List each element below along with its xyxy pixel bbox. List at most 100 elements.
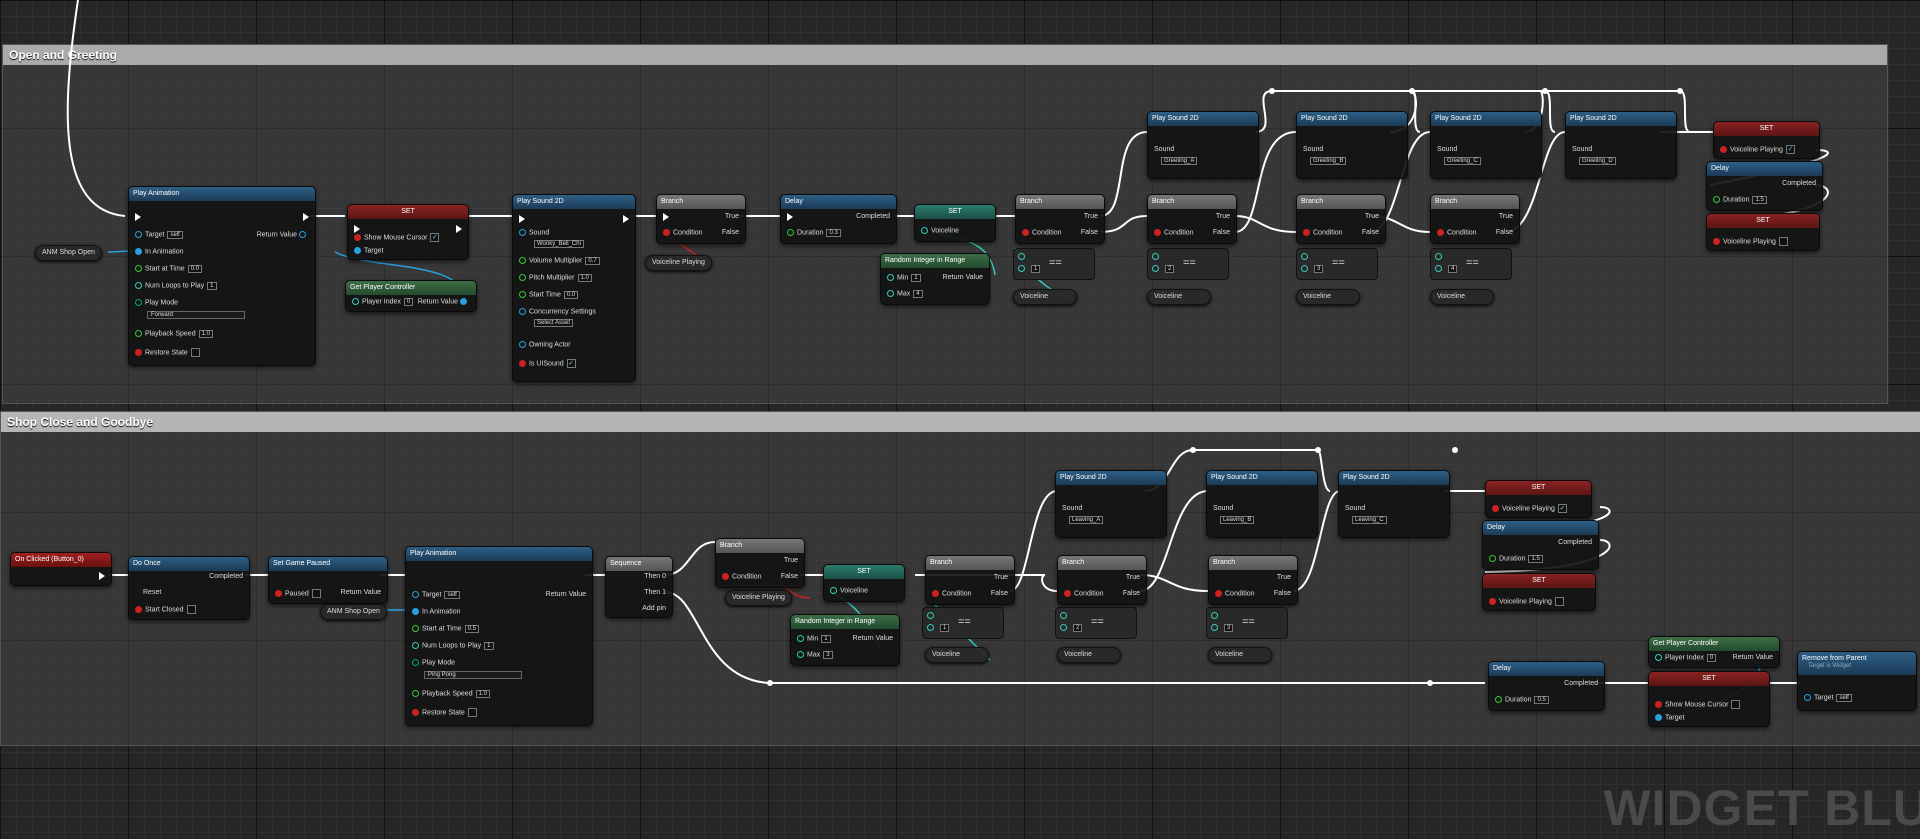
pin-icon[interactable] [412, 709, 419, 716]
pin-icon[interactable] [519, 291, 526, 298]
add-pin-button[interactable]: Add pin [642, 605, 666, 612]
pin-icon[interactable] [354, 247, 361, 254]
pin-icon[interactable] [135, 265, 142, 272]
voiceline-var[interactable]: Voiceline [1147, 289, 1211, 305]
value-box[interactable]: 0.5 [1534, 696, 1549, 705]
value-box[interactable]: 0.3 [826, 229, 841, 238]
play-sound-2d-main-node[interactable]: Play Sound 2D Sound Wonky_Bell_Chi Volum… [512, 194, 636, 382]
pin-icon[interactable] [1060, 612, 1067, 619]
pin-icon[interactable] [1152, 253, 1159, 260]
equals-node-3[interactable]: 3== [1296, 248, 1378, 280]
pin-icon[interactable] [460, 298, 467, 305]
pin-icon[interactable] [1301, 265, 1308, 272]
value-box[interactable]: 1.0 [577, 274, 592, 283]
checkbox[interactable] [186, 605, 196, 614]
value-box[interactable]: 1 [821, 635, 831, 644]
value-box[interactable]: 0 [403, 298, 414, 307]
equals-node-b1[interactable]: 1== [922, 607, 1004, 639]
pin-icon[interactable] [927, 624, 934, 631]
play-mode-dropdown[interactable]: Ping Pong [424, 671, 522, 679]
exec-in-pin[interactable] [135, 213, 141, 221]
pin-icon[interactable] [787, 229, 794, 236]
pin-icon[interactable] [135, 606, 142, 613]
pin-icon[interactable] [1154, 229, 1161, 236]
asset-box[interactable]: Select Asset [534, 319, 574, 327]
value-box[interactable]: 1.0 [198, 330, 213, 339]
pin-icon[interactable] [519, 360, 526, 367]
pin-icon[interactable] [1489, 555, 1496, 562]
pin-icon[interactable] [797, 635, 804, 642]
equals-node-b3[interactable]: 3== [1206, 607, 1288, 639]
voiceline-var[interactable]: Voiceline [1013, 289, 1077, 305]
pin-icon[interactable] [519, 308, 526, 315]
checkbox[interactable]: ✓ [566, 359, 576, 368]
value-box[interactable]: 1 [207, 282, 217, 291]
pin-icon[interactable] [135, 248, 142, 255]
pin-icon[interactable] [412, 625, 419, 632]
pin-icon[interactable] [1720, 146, 1727, 153]
pin-icon[interactable] [299, 231, 306, 238]
pin-icon[interactable] [887, 274, 894, 281]
play-mode-dropdown[interactable]: Forward [147, 311, 245, 319]
comment-title[interactable]: Shop Close and Goodbye [1, 412, 1920, 432]
pin-icon[interactable] [797, 651, 804, 658]
value-box[interactable]: 0 [1706, 654, 1717, 663]
exec-out-pin[interactable] [456, 225, 462, 233]
checkbox[interactable] [1554, 597, 1564, 606]
pin-icon[interactable] [927, 612, 934, 619]
value-box[interactable]: 1 [911, 274, 921, 283]
value-box[interactable]: 2 [1073, 624, 1083, 633]
comment-title[interactable]: Open and Greeting [3, 45, 1887, 65]
pin-icon[interactable] [135, 282, 142, 289]
pin-icon[interactable] [135, 299, 142, 306]
value-box[interactable]: 0.0 [563, 291, 579, 300]
pin-icon[interactable] [830, 587, 837, 594]
voiceline-var[interactable]: Voiceline [925, 647, 989, 663]
pin-icon[interactable] [1211, 612, 1218, 619]
pin-icon[interactable] [722, 573, 729, 580]
pin-icon[interactable] [1064, 590, 1071, 597]
pin-icon[interactable] [1492, 505, 1499, 512]
pin-icon[interactable] [135, 330, 142, 337]
voiceline-var[interactable]: Voiceline [1057, 647, 1121, 663]
pin-icon[interactable] [1495, 696, 1502, 703]
pin-icon[interactable] [354, 234, 361, 241]
comment-open-greeting[interactable]: Open and Greeting [2, 44, 1888, 404]
pin-icon[interactable] [519, 229, 526, 236]
pin-icon[interactable] [1060, 624, 1067, 631]
anm-shop-open-var[interactable]: ANM Shop Open [320, 604, 387, 620]
value-box[interactable]: 1.5 [1752, 196, 1767, 205]
pin-icon[interactable] [352, 298, 359, 305]
pin-icon[interactable] [275, 590, 282, 597]
pin-icon[interactable] [1215, 590, 1222, 597]
on-clicked-event[interactable]: On Clicked (Button_0) [10, 552, 112, 586]
voiceline-playing-var[interactable]: Voiceline Playing [645, 255, 712, 271]
self-box[interactable]: self [444, 591, 460, 600]
pin-icon[interactable] [1713, 196, 1720, 203]
value-box[interactable]: 4 [913, 290, 923, 299]
play-animation-node[interactable]: Play Animation Target is Widget Targetse… [128, 186, 316, 366]
value-box[interactable]: 1 [1031, 265, 1041, 274]
exec-in-pin[interactable] [787, 213, 793, 221]
pin-icon[interactable] [519, 257, 526, 264]
value-box[interactable]: 4 [1448, 265, 1458, 274]
